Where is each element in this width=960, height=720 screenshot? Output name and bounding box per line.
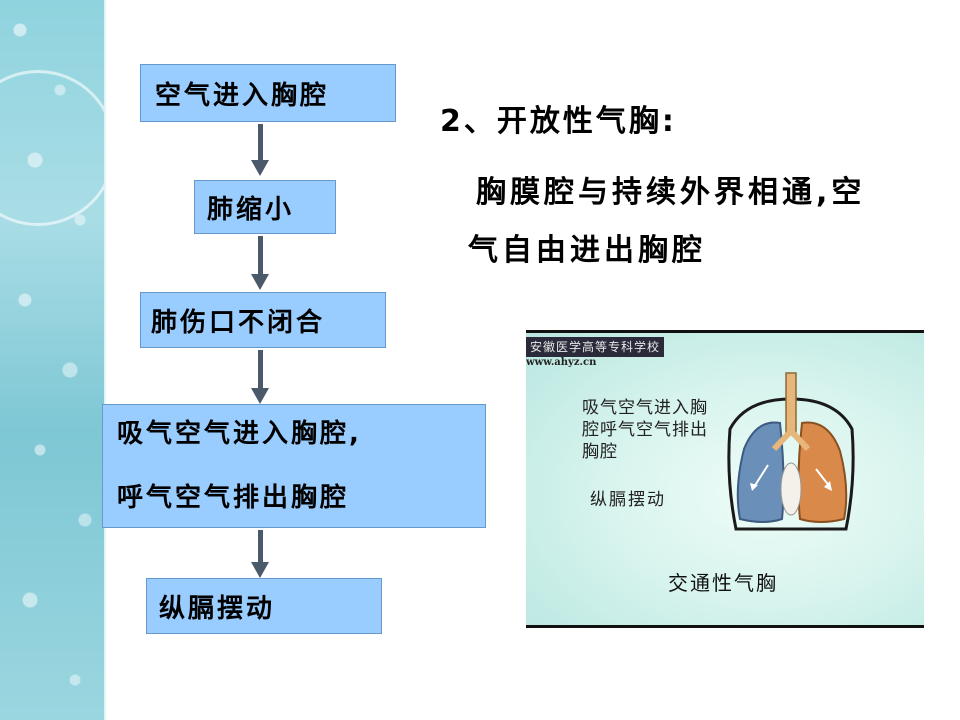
flow-step-air-in-out: 吸气空气进入胸腔, 呼气空气排出胸腔 xyxy=(102,404,486,528)
flow-step-mediastinal-flutter: 纵膈摆动 xyxy=(146,578,382,634)
flow-step-label: 肺缩小 xyxy=(207,194,295,225)
mediastinum xyxy=(780,462,802,516)
flow-step-label: 纵膈摆动 xyxy=(159,593,276,624)
flow-step-lung-shrinks: 肺缩小 xyxy=(194,180,336,234)
figure-caption: 交通性气胸 xyxy=(668,571,778,595)
left-lung xyxy=(736,421,785,523)
watermark-url: www.ahyz.cn xyxy=(526,357,597,368)
lungs-illustration xyxy=(727,372,855,531)
flow-arrow-4 xyxy=(251,530,269,578)
flow-arrow-3 xyxy=(251,350,269,404)
right-lung xyxy=(797,421,848,523)
flow-step-label-exhale: 呼气空气排出胸腔 xyxy=(117,483,350,513)
flow-step-wound-open: 肺伤口不闭合 xyxy=(140,292,386,348)
figure-label-mediastinum: 纵膈摆动 xyxy=(590,490,666,510)
decorative-side-strip xyxy=(0,0,116,720)
open-pneumothorax-figure: 安徽医学高等专科学校 www.ahyz.cn 吸气空气进入胸腔呼气空气排出胸腔 … xyxy=(526,330,924,628)
side-strip-edge xyxy=(104,0,107,720)
flow-arrow-1 xyxy=(251,124,269,176)
section-heading: 2、开放性气胸: xyxy=(440,104,677,139)
flow-arrow-2 xyxy=(251,236,269,290)
trachea xyxy=(785,372,797,434)
figure-annotation: 吸气空气进入胸腔呼气空气排出胸腔 xyxy=(582,398,708,462)
flow-step-air-enters: 空气进入胸腔 xyxy=(140,64,396,122)
section-description: 胸膜腔与持续外界相通,空气自由进出胸腔 xyxy=(468,175,866,268)
flow-step-label: 肺伤口不闭合 xyxy=(151,307,326,338)
flow-step-label-inhale: 吸气空气进入胸腔, xyxy=(117,419,362,449)
flow-step-label: 空气进入胸腔 xyxy=(155,80,330,111)
watermark-school: 安徽医学高等专科学校 xyxy=(526,337,665,357)
